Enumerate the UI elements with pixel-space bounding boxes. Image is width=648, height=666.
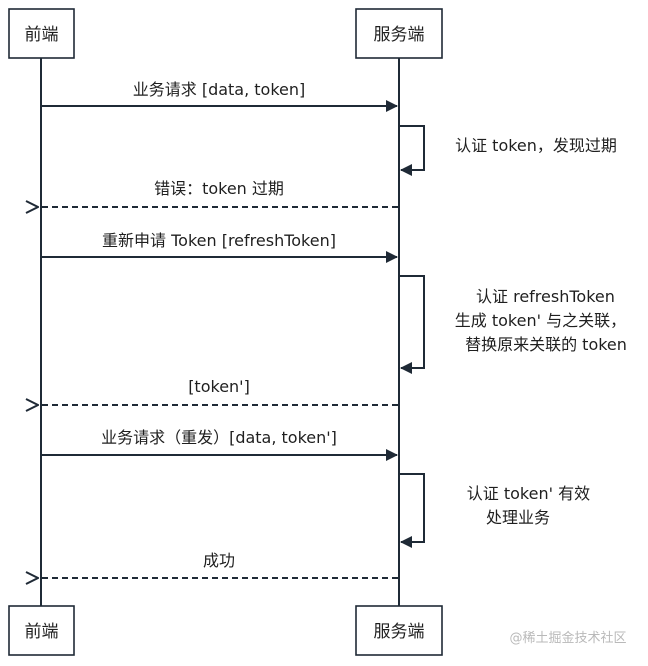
- self-check-note-3: 认证 token' 有效 处理业务: [467, 484, 595, 527]
- self-check-arrow-2: [400, 275, 425, 374]
- success-return-label: 成功: [203, 551, 235, 570]
- server-actor-bottom: 服务端: [355, 605, 443, 656]
- resend-request-label: 业务请求（重发）[data, token']: [101, 428, 337, 447]
- frontend-actor-label: 前端: [25, 622, 59, 642]
- error-return-label: 错误：token 过期: [154, 179, 284, 198]
- frontend-actor-top: 前端: [8, 8, 75, 59]
- server-actor-label: 服务端: [374, 622, 425, 642]
- self-check-arrow-1: [400, 125, 425, 176]
- server-actor-label: 服务端: [374, 25, 425, 45]
- token-return-label: [token']: [188, 377, 250, 396]
- self-check-arrow-3: [400, 473, 425, 548]
- frontend-actor-label: 前端: [25, 25, 59, 45]
- frontend-actor-bottom: 前端: [8, 605, 75, 656]
- watermark: @稀土掘金技术社区: [509, 630, 626, 646]
- self-check-note-2: 认证 refreshToken 生成 token' 与之关联， 替换原来关联的 …: [455, 287, 631, 354]
- refresh-request-label: 重新申请 Token [refreshToken]: [102, 231, 336, 250]
- server-actor-top: 服务端: [355, 8, 443, 59]
- request-label: 业务请求 [data, token]: [133, 80, 306, 99]
- self-check-note-1: 认证 token，发现过期: [455, 136, 617, 155]
